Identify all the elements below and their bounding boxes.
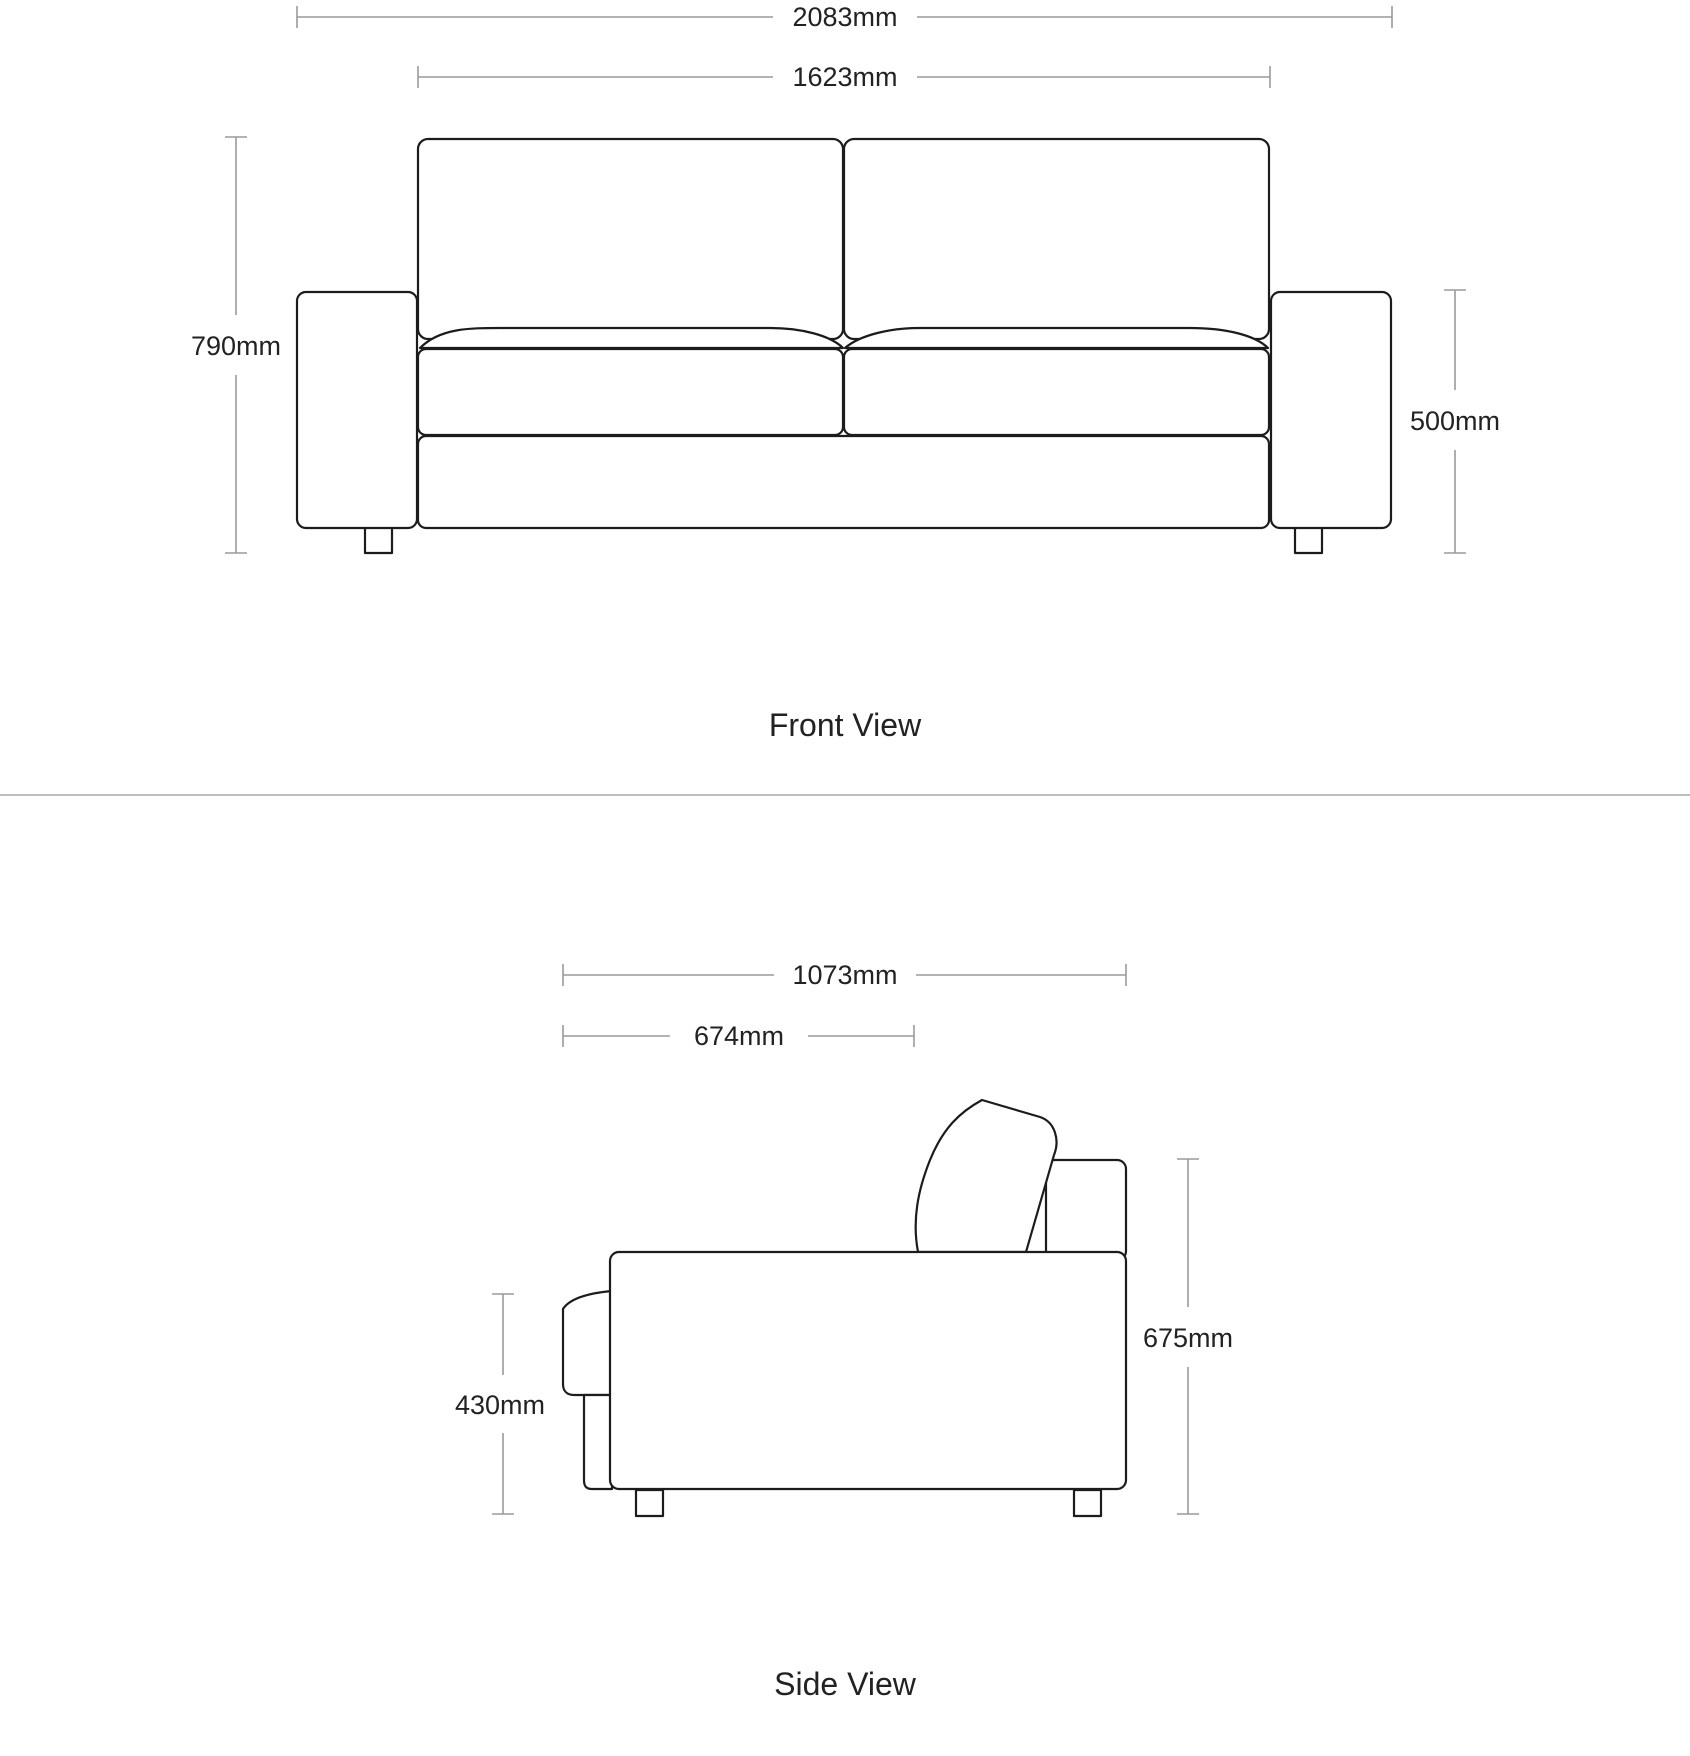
seat-depth-label: 674mm: [694, 1021, 784, 1051]
overall-height-dimension: 790mm: [191, 136, 281, 554]
overall-width-dimension: 2083mm: [296, 2, 1393, 32]
overall-depth-label: 1073mm: [792, 960, 897, 990]
side-leg-front: [634, 1488, 665, 1518]
seat-cushion-left-top: [418, 326, 845, 350]
armrest-right: [1269, 290, 1393, 530]
sofa-front-drawing: [295, 137, 1393, 555]
side-leg-back: [1072, 1488, 1103, 1518]
armrest-left: [295, 290, 419, 530]
sofa-side-drawing: [561, 1098, 1128, 1518]
seat-depth-dimension: 674mm: [562, 1021, 915, 1051]
back-cushion-right: [842, 137, 1271, 341]
front-leg-right: [1293, 525, 1324, 555]
side-view-title: Side View: [774, 1666, 917, 1702]
lower-front-panel: [582, 1393, 614, 1491]
front-view: 2083mm 1623mm 790mm 500mm: [191, 2, 1500, 743]
seat-height-label: 430mm: [455, 1390, 545, 1420]
arm-height-dimension: 500mm: [1410, 289, 1500, 554]
back-cushion-left: [416, 137, 845, 341]
back-frame: [1044, 1158, 1128, 1262]
sofa-base: [416, 434, 1271, 530]
arm-side-panel: [608, 1250, 1128, 1491]
arm-height-label: 500mm: [1410, 406, 1500, 436]
overall-height-label: 790mm: [191, 331, 281, 361]
overall-width-label: 2083mm: [792, 2, 897, 32]
side-view: 1073mm 674mm 430mm 675mm: [455, 960, 1233, 1702]
seat-width-dimension: 1623mm: [417, 62, 1271, 92]
back-height-label: 675mm: [1143, 1323, 1233, 1353]
seat-cushion-right-top: [843, 326, 1270, 350]
seat-height-dimension: 430mm: [455, 1293, 545, 1515]
front-view-title: Front View: [769, 707, 922, 743]
seat-width-label: 1623mm: [792, 62, 897, 92]
seat-cushion-right: [842, 347, 1271, 437]
front-leg-left: [363, 525, 394, 555]
back-cushion-side: [914, 1098, 1058, 1254]
overall-depth-dimension: 1073mm: [562, 960, 1127, 990]
seat-cushion-front-edge: [561, 1289, 614, 1397]
back-height-dimension: 675mm: [1143, 1158, 1233, 1515]
seat-cushion-left: [416, 347, 845, 437]
